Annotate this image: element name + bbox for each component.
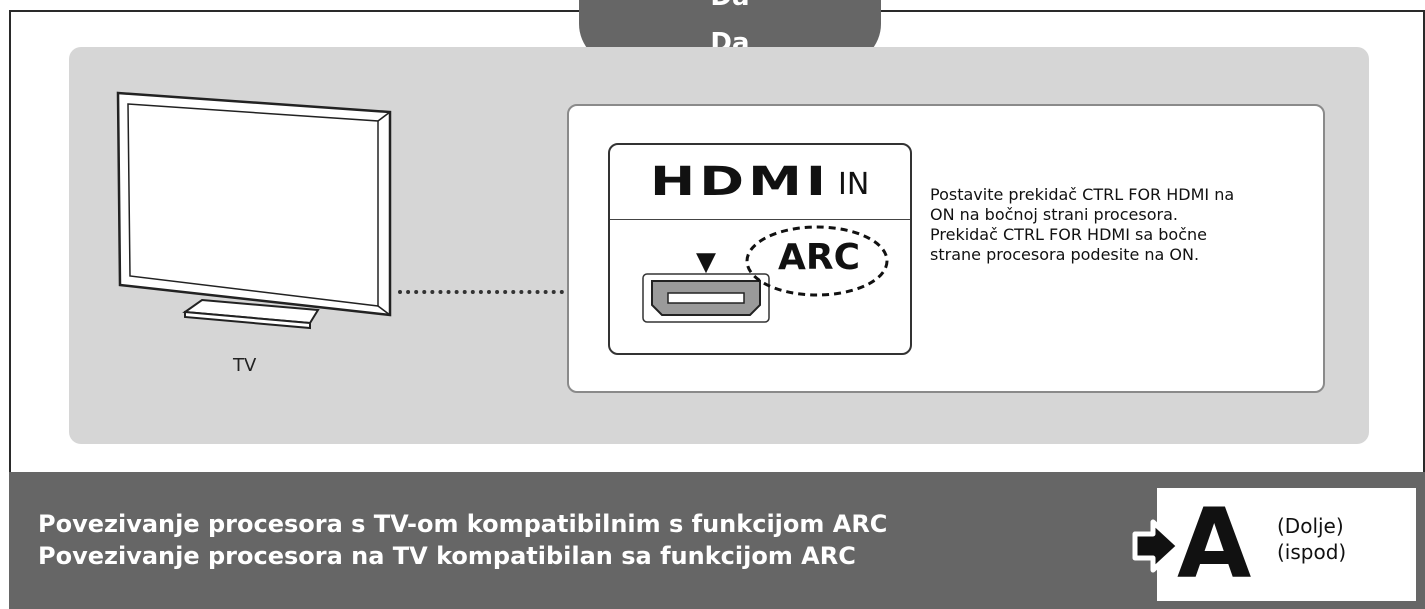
footer-title: Povezivanje procesora s TV-om kompatibil…: [38, 508, 887, 572]
footer-title-line-2: Povezivanje procesora na TV kompatibilan…: [38, 542, 856, 570]
arc-label: ARC: [778, 237, 861, 278]
connection-dots: [398, 290, 564, 294]
tv-icon: [116, 91, 392, 330]
section-direction-line-2: (ispod): [1277, 540, 1347, 564]
hdmi-logo: HDMI: [650, 159, 831, 205]
section-nav-box[interactable]: A (Dolje) (ispod): [1132, 488, 1416, 601]
port-divider: [610, 219, 910, 220]
instruction-line: ON na bočnoj strani procesora.: [930, 205, 1178, 224]
section-direction: (Dolje) (ispod): [1277, 513, 1346, 565]
down-arrow-icon: ▼: [696, 247, 716, 277]
instruction-line: strane procesora podesite na ON.: [930, 245, 1200, 264]
instruction-text: Postavite prekidač CTRL FOR HDMI na ON n…: [930, 185, 1234, 265]
hdmi-in-label: IN: [838, 167, 870, 202]
section-direction-line-1: (Dolje): [1277, 514, 1344, 538]
section-letter: A: [1177, 488, 1252, 600]
tab-line-1: Da: [579, 0, 881, 12]
instruction-line: Postavite prekidač CTRL FOR HDMI na: [930, 185, 1235, 204]
footer-title-line-1: Povezivanje procesora s TV-om kompatibil…: [38, 510, 888, 538]
tv-label: TV: [233, 355, 257, 376]
arc-highlight-ellipse: [745, 225, 889, 297]
instruction-line: Prekidač CTRL FOR HDMI sa bočne: [930, 225, 1207, 244]
hdmi-port-panel: HDMI IN ▼ ARC: [608, 143, 912, 355]
hdmi-socket-icon: [642, 273, 770, 323]
arrow-right-icon: [1132, 519, 1182, 573]
